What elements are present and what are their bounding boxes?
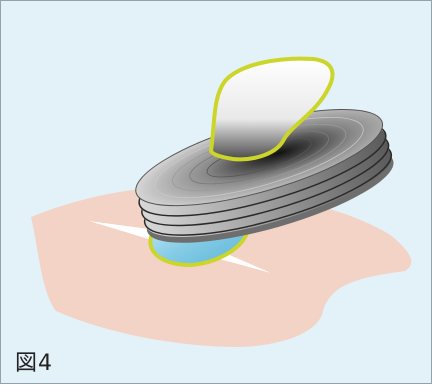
figure-label: 図4 [15,345,53,377]
